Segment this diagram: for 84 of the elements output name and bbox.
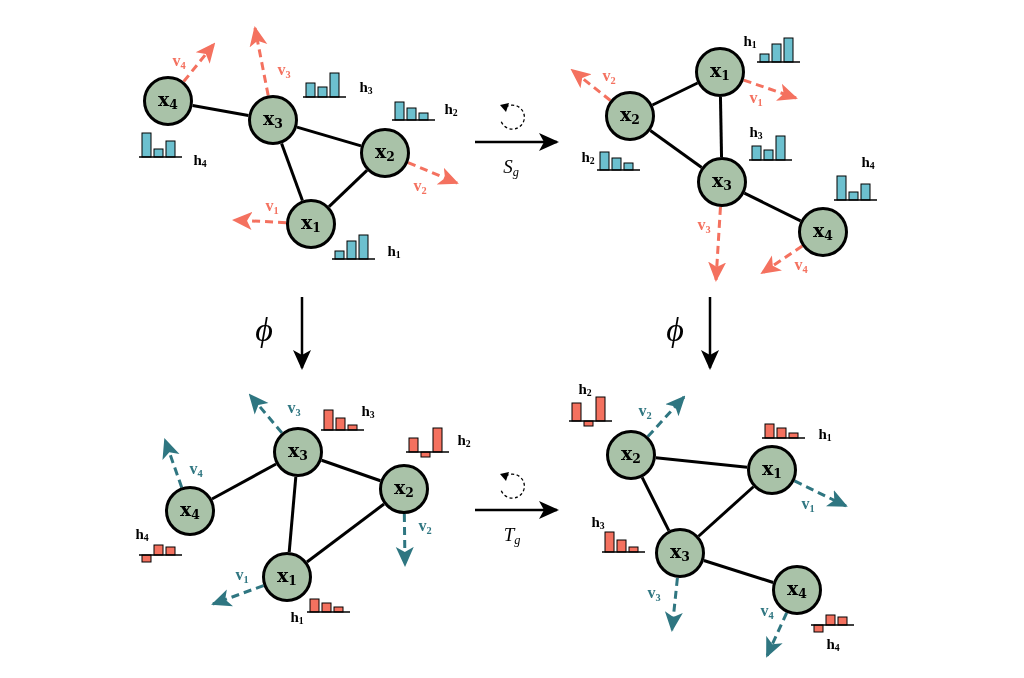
graph-node (655, 528, 705, 578)
feature-label: h$_{3}$ (591, 514, 605, 532)
graph-edge (718, 96, 724, 158)
graph-edge (649, 129, 703, 169)
graph-edge (192, 103, 249, 118)
graph-edge (703, 559, 774, 584)
graph-node (248, 95, 298, 145)
graph-edge (306, 502, 385, 564)
feature-label: h$_{1}$ (290, 609, 304, 627)
graph-edge (280, 142, 304, 202)
node-label: x$_{3}$ (712, 171, 732, 193)
node-label: x$_{1}$ (710, 61, 730, 83)
map-symbol: ϕ (666, 313, 684, 347)
graph-edge (296, 125, 362, 148)
feature-label: h$_{4}$ (826, 636, 840, 654)
velocity-arrow (646, 395, 686, 438)
velocity-arrow (232, 211, 287, 230)
graph-node (695, 47, 745, 97)
feature-label: h$_{2}$ (581, 149, 595, 167)
node-label: x$_{1}$ (762, 459, 782, 481)
graph-node (360, 128, 410, 178)
graph-node (286, 199, 336, 249)
feature-label: h$_{3}$ (361, 403, 375, 421)
feature-label: h$_{2}$ (457, 432, 471, 450)
transform-label: T$_{g}$ (503, 525, 521, 547)
velocity-arrow (407, 161, 459, 185)
node-label: x$_{2}$ (621, 444, 641, 466)
node-label: x$_{1}$ (301, 213, 321, 235)
node-label: x$_{4}$ (787, 579, 807, 601)
feature-label: h$_{3}$ (749, 124, 763, 142)
graph-edge (211, 462, 277, 501)
graph-node (747, 445, 797, 495)
transform-label: S$_{g}$ (503, 157, 519, 179)
feature-label: h$_{4}$ (193, 152, 207, 170)
velocity-arrow (664, 577, 683, 632)
map-symbol: ϕ (255, 313, 273, 347)
graph-edge (640, 476, 671, 532)
graph-edge (697, 485, 755, 538)
graph-node (273, 427, 323, 477)
velocity-arrow (570, 68, 612, 102)
graph-edge (321, 458, 381, 483)
feature-label: h$_{1}$ (387, 243, 401, 261)
graph-node (697, 157, 747, 207)
velocity-arrow (249, 26, 270, 96)
velocity-arrow (793, 479, 848, 508)
graph-node (165, 486, 215, 536)
velocity-arrow (708, 206, 727, 282)
graph-edge (743, 191, 802, 223)
graph-edge (655, 456, 748, 469)
graph-node (606, 430, 656, 480)
graph-node (772, 565, 822, 615)
graph-node (605, 91, 655, 141)
node-label: x$_{2}$ (394, 478, 414, 500)
graph-node (798, 207, 848, 257)
velocity-arrow (760, 244, 804, 275)
feature-label: h$_{4}$ (135, 526, 149, 544)
graph-node (143, 76, 193, 126)
node-label: x$_{4}$ (158, 90, 178, 112)
feature-label: h$_{2}$ (444, 101, 458, 119)
node-label: x$_{1}$ (277, 566, 297, 588)
velocity-arrow (211, 584, 265, 607)
velocity-arrow (162, 438, 184, 488)
feature-label: h$_{4}$ (861, 154, 875, 172)
velocity-arrow (248, 393, 284, 434)
node-label: x$_{3}$ (263, 109, 283, 131)
graph-node (379, 464, 429, 514)
graph-node (262, 552, 312, 602)
velocity-arrow (765, 612, 789, 658)
velocity-arrow (182, 42, 216, 83)
graph-edge (651, 81, 699, 107)
node-label: x$_{3}$ (670, 542, 690, 564)
velocity-arrow (395, 513, 414, 567)
node-label: x$_{4}$ (813, 221, 833, 243)
feature-label: h$_{1}$ (818, 426, 832, 444)
feature-label: h$_{1}$ (743, 33, 757, 51)
velocity-arrow (743, 78, 798, 101)
node-label: x$_{3}$ (288, 441, 308, 463)
node-label: x$_{2}$ (620, 105, 640, 127)
graph-edge (287, 476, 298, 553)
node-label: x$_{4}$ (180, 500, 200, 522)
feature-label: h$_{3}$ (359, 79, 373, 97)
feature-label: h$_{2}$ (578, 381, 592, 399)
graph-edge (328, 169, 368, 208)
node-label: x$_{2}$ (375, 142, 395, 164)
